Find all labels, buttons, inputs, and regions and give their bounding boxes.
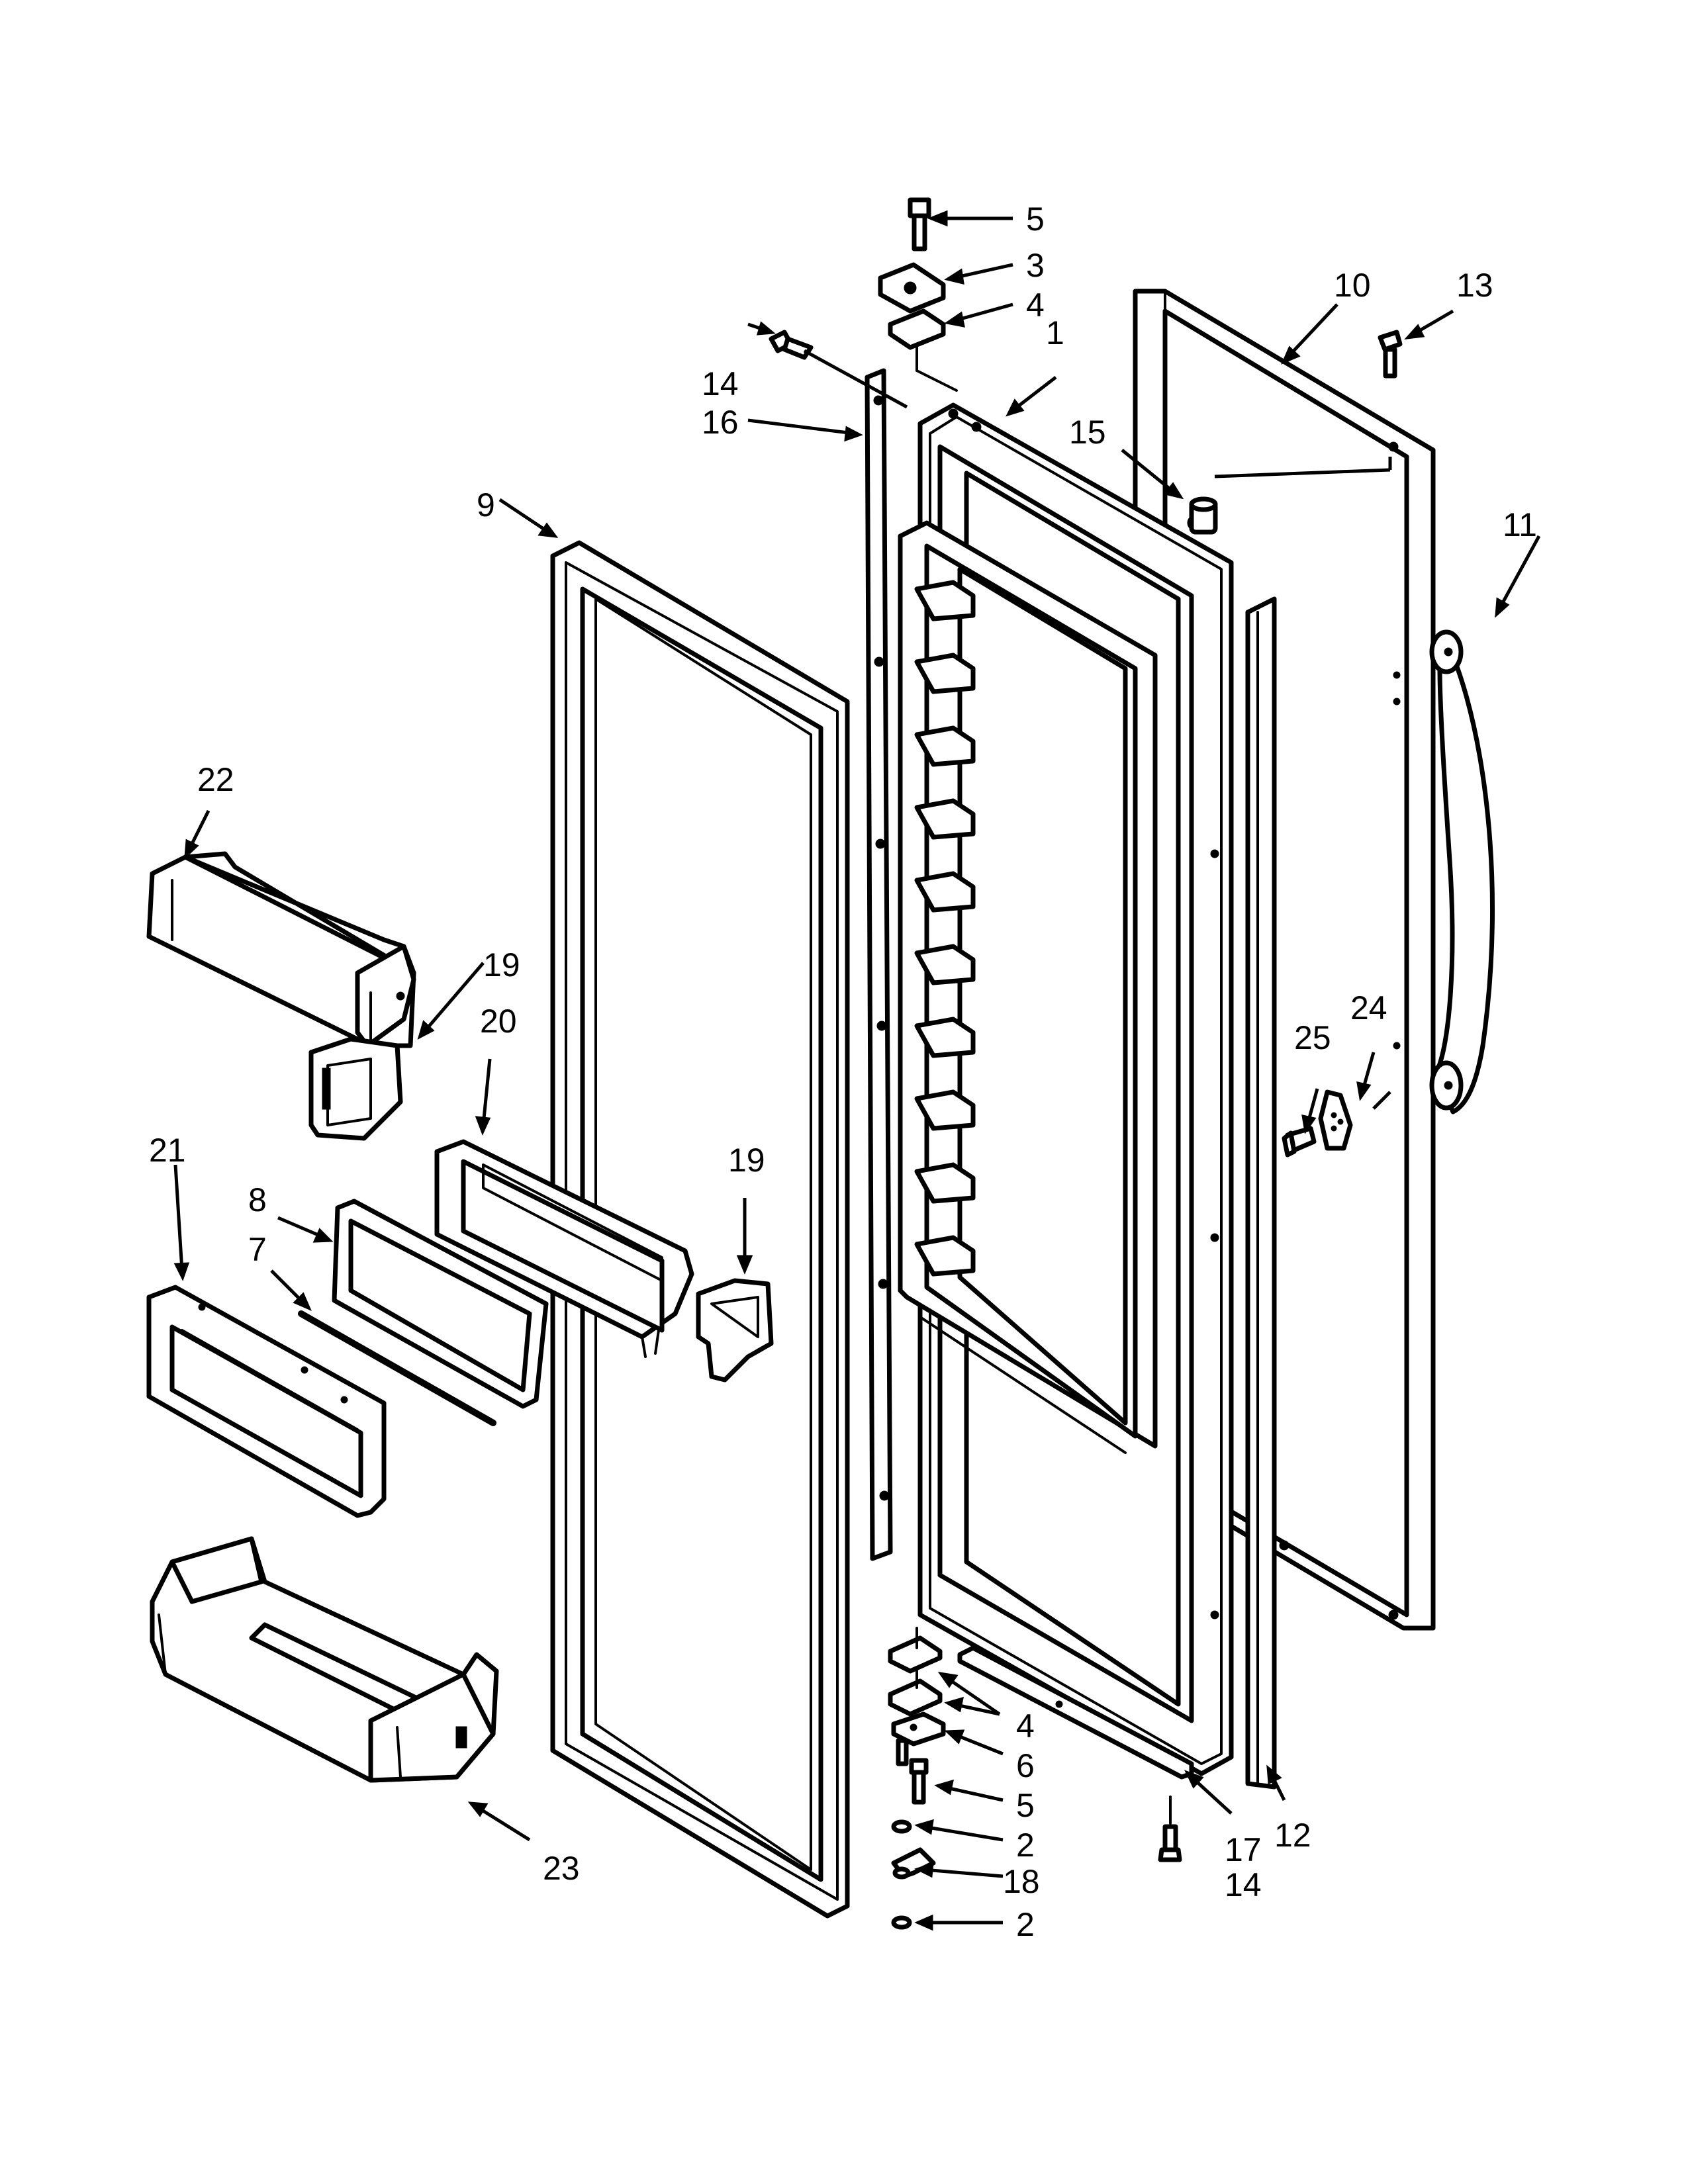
washer-2-mid — [891, 1819, 912, 1834]
callout-17: 17 — [1225, 1831, 1262, 1868]
callout-16: 16 — [702, 404, 739, 441]
bottom-hinge-shim-1 — [888, 1627, 943, 1674]
door-gasket — [550, 540, 850, 1919]
callout-9: 9 — [477, 486, 495, 523]
washer-2-bot — [891, 1915, 912, 1930]
callout-4-bot: 4 — [1016, 1707, 1035, 1745]
bottom-hinge-bracket — [891, 1711, 946, 1766]
dairy-door-frame — [332, 1199, 549, 1409]
callout-20: 20 — [480, 1003, 517, 1040]
callout-13: 13 — [1456, 267, 1493, 304]
handle-bracket — [1318, 1089, 1353, 1151]
leader-lines — [173, 210, 1541, 1931]
callout-10: 10 — [1334, 267, 1371, 304]
callout-14-bot: 14 — [1225, 1866, 1262, 1903]
shelf-ribs — [914, 580, 976, 1277]
top-screw-13 — [1378, 330, 1403, 379]
door-liner — [898, 402, 1234, 1776]
dairy-hinge-rod — [298, 1310, 496, 1426]
door-bin-large — [150, 1536, 499, 1783]
bottom-screw-14 — [1158, 1796, 1182, 1862]
callout-19-left: 19 — [483, 946, 520, 983]
end-cap-right — [696, 1278, 774, 1383]
callout-5-top: 5 — [1026, 201, 1045, 238]
callout-3: 3 — [1026, 247, 1045, 284]
cap-15 — [1189, 496, 1218, 535]
door-bin-top — [146, 851, 416, 1048]
top-hinge-screw — [908, 197, 931, 251]
callout-4-top: 4 — [1026, 287, 1045, 324]
bottom-hinge-screw — [909, 1758, 929, 1805]
callout-6: 6 — [1016, 1747, 1035, 1784]
callout-7: 7 — [248, 1231, 267, 1268]
dairy-compartment — [434, 1139, 694, 1358]
callout-25: 25 — [1294, 1019, 1331, 1056]
dairy-door — [146, 1285, 387, 1518]
callout-21: 21 — [149, 1132, 186, 1169]
callout-15: 15 — [1069, 414, 1106, 451]
door-handle — [1429, 629, 1495, 1115]
callout-labels: 5 3 4 10 13 14 1 16 15 9 11 22 19 20 24 … — [149, 201, 1537, 1943]
callout-5-bot: 5 — [1016, 1787, 1035, 1824]
callout-24: 24 — [1350, 989, 1387, 1026]
callout-23: 23 — [543, 1850, 580, 1887]
callout-18: 18 — [1003, 1863, 1040, 1900]
callout-2-bot: 2 — [1016, 1906, 1035, 1943]
callout-19-right: 19 — [728, 1142, 765, 1179]
end-cap-left — [308, 1036, 403, 1141]
callout-1: 1 — [1046, 314, 1064, 351]
callout-11: 11 — [1503, 506, 1537, 543]
bracket-screw — [1282, 1126, 1317, 1158]
callout-2-mid: 2 — [1016, 1827, 1035, 1864]
hinge-side-strip — [865, 368, 893, 1561]
top-hinge-shim — [888, 308, 958, 392]
top-screw-14 — [769, 330, 814, 360]
callout-8: 8 — [248, 1181, 267, 1218]
side-trim-strip — [1245, 596, 1277, 1790]
top-hinge-plate — [878, 262, 946, 314]
callout-14-top: 14 — [702, 365, 739, 402]
bottom-hinge-shim-2 — [888, 1670, 943, 1717]
callout-22: 22 — [197, 761, 234, 798]
callout-12: 12 — [1274, 1817, 1311, 1854]
